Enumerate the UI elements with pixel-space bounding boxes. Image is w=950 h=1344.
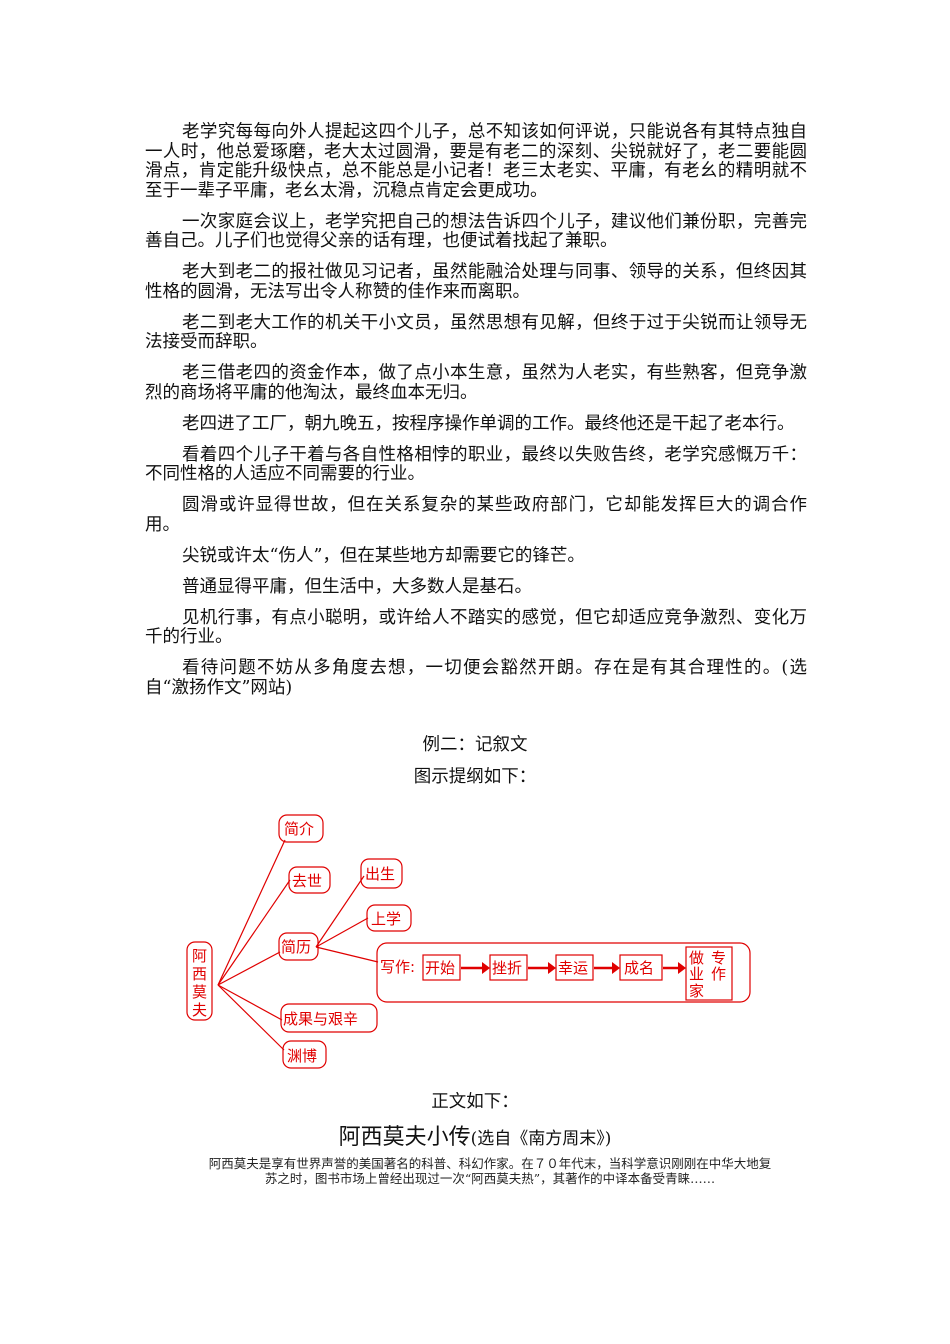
step-label: 成名: [624, 959, 654, 977]
birth-node-box: [360, 858, 403, 889]
resume-node-box: [278, 932, 319, 961]
erudition-node-box: [282, 1040, 327, 1069]
final-step-label: 专: [711, 949, 726, 967]
paragraph: 看着四个儿子干着与各自性格相悖的职业，最终以失败告终，老学究感慨万千：不同性格的…: [145, 444, 807, 484]
root-label: 夫: [192, 1001, 207, 1019]
achievements-label: 成果与艰辛: [283, 1010, 358, 1028]
connector-line: [217, 879, 291, 986]
step-label: 幸运: [558, 959, 588, 977]
school-node-box: [366, 904, 412, 932]
outline-heading: 图示提纲如下：: [413, 767, 537, 787]
article-title: 阿西莫夫小传(选自《南方周末》): [0, 1119, 950, 1151]
arrow-head: [482, 962, 490, 974]
root-label: 阿: [192, 947, 207, 965]
connector-line: [315, 917, 369, 948]
example-heading: 例二：记叙文: [422, 735, 528, 755]
intro-label: 简介: [284, 820, 314, 838]
arrow-head: [612, 962, 620, 974]
connector-line: [315, 875, 365, 948]
paragraph: 圆滑或许显得世故，但在关系复杂的某些政府部门，它却能发挥巨大的调合作用。: [145, 495, 807, 535]
step-label: 挫折: [492, 959, 522, 977]
final-step-box: [685, 946, 733, 1001]
connector-line: [315, 946, 379, 963]
resume-label: 简历: [281, 938, 311, 956]
step-box: [489, 954, 528, 981]
paragraph: 老大到老二的报社做见习记者，虽然能融洽处理与同事、领导的关系，但终因其性格的圆滑…: [145, 262, 807, 302]
final-step-label: 家: [689, 982, 704, 1000]
step-label: 开始: [425, 959, 455, 977]
body-heading: 正文如下：: [431, 1092, 519, 1112]
final-step-label: 业: [689, 965, 704, 983]
final-step-label: 作: [711, 965, 726, 983]
achievements-node-box: [280, 1003, 378, 1033]
step-box: [619, 954, 663, 981]
arrow-head: [678, 962, 686, 974]
article-source: (选自《南方周末》): [470, 1129, 612, 1149]
paragraph: 老学究每每向外人提起这四个儿子，总不知该如何评说，只能说各有其特点独自一人时，他…: [145, 122, 807, 201]
step-box: [555, 954, 594, 981]
connector-line: [217, 984, 285, 1051]
article-body: 老学究每每向外人提起这四个儿子，总不知该如何评说，只能说各有其特点独自一人时，他…: [145, 122, 807, 710]
arrow-head: [548, 962, 556, 974]
excerpt-line: 阿西莫夫是享有世界声誉的美国著名的科普、科幻作家。在７０年代末，当科学意识刚刚在…: [208, 1156, 772, 1171]
birth-label: 出生: [365, 865, 395, 883]
paragraph: 老三借老四的资金作本，做了点小本生意，虽然为人老实，有些熟客，但竞争激烈的商场将…: [145, 363, 807, 403]
root-label: 西: [192, 965, 207, 983]
writing-label: 写作:: [380, 958, 415, 976]
paragraph: 老二到老大工作的机关干小文员，虽然思想有见解，但终于过于尖锐而让领导无法接受而辞…: [145, 312, 807, 352]
paragraph: 看待问题不妨从多角度去想，一切便会豁然开朗。存在是有其合理性的。(选自“激扬作文…: [145, 658, 807, 698]
step-box: [422, 954, 461, 981]
paragraph: 尖锐或许太“伤人”，但在某些地方却需要它的锋芒。: [182, 545, 585, 566]
connector-line: [217, 839, 286, 986]
article-excerpt: 阿西莫夫是享有世界声誉的美国著名的科普、科幻作家。在７０年代末，当科学意识刚刚在…: [170, 1156, 810, 1186]
death-node-box: [288, 866, 331, 894]
death-label: 去世: [292, 872, 322, 890]
writing-group-box: [376, 942, 751, 1003]
excerpt-line: 苏之时，图书市场上曾经出现过一次“阿西莫夫热”，其著作的中译本备受青睐……: [264, 1171, 716, 1186]
paragraph: 普通显得平庸，但生活中，大多数人是基石。: [182, 576, 532, 597]
root-label: 莫: [192, 983, 207, 1001]
root-node-box: [186, 941, 213, 1021]
connector-line: [217, 984, 283, 1021]
intro-node-box: [278, 814, 324, 843]
final-step-label: 做: [689, 949, 704, 967]
erudition-label: 渊博: [287, 1047, 317, 1065]
connector-line: [217, 951, 281, 986]
school-label: 上学: [371, 910, 401, 928]
paragraph: 老四进了工厂，朝九晚五，按程序操作单调的工作。最终他还是干起了老本行。: [182, 413, 795, 434]
article-title-text: 阿西莫夫小传: [338, 1125, 471, 1150]
paragraph: 见机行事，有点小聪明，或许给人不踏实的感觉，但它却适应竞争激烈、变化万千的行业。: [145, 607, 807, 647]
paragraph: 一次家庭会议上，老学究把自己的想法告诉四个儿子，建议他们兼份职，完善完善自己。儿…: [145, 211, 807, 251]
